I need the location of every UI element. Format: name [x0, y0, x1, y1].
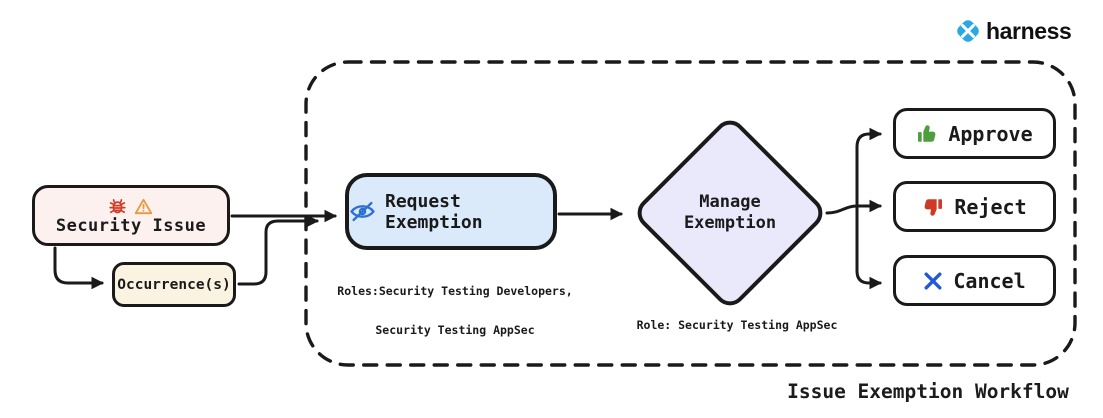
node-reject: Reject — [893, 181, 1056, 232]
request-exemption-label: Request Exemption — [385, 190, 483, 233]
cancel-label: Cancel — [953, 268, 1026, 293]
manage-exemption-diamond — [637, 120, 823, 306]
warning-icon — [134, 198, 153, 215]
manage-exemption-label-line2: Exemption — [683, 213, 777, 233]
harness-logo-icon — [953, 16, 983, 46]
manage-exemption-label: Manage Exemption — [650, 192, 810, 234]
edge-arrows — [53, 127, 882, 290]
brand-name: harness — [986, 17, 1072, 44]
manage-exemption-role-caption: Role: Security Testing AppSec — [636, 318, 838, 332]
edge-occurrence-to-request — [237, 214, 319, 286]
approve-label: Approve — [948, 121, 1033, 146]
bug-icon — [109, 198, 126, 215]
security-issue-label: Security Issue — [55, 215, 207, 236]
thumbs-up-icon — [916, 123, 938, 145]
node-approve: Approve — [893, 108, 1056, 159]
eye-slash-icon — [349, 200, 376, 223]
security-issue-icons — [109, 198, 153, 215]
roles-caption-line1: Roles:Security Testing Developers, — [337, 284, 573, 298]
occurrences-label: Occurrence(s) — [117, 276, 231, 293]
x-icon — [923, 271, 943, 291]
thumbs-down-icon — [922, 196, 944, 218]
node-request-exemption: Request Exemption — [345, 173, 557, 250]
brand-logo: harness — [953, 15, 1072, 47]
workflow-boundary — [304, 60, 1077, 367]
edge-manage-to-approve — [855, 127, 882, 206]
roles-caption-line2: Security Testing AppSec — [375, 323, 535, 337]
edge-security-to-occurrence — [53, 246, 104, 290]
node-security-issue: Security Issue — [32, 185, 230, 246]
manage-exemption-label-line1: Manage — [699, 192, 761, 212]
request-exemption-roles-caption: Roles:Security Testing Developers, Secur… — [337, 259, 573, 363]
workflow-title: Issue Exemption Workflow — [787, 380, 1069, 403]
edge-manage-to-reject — [825, 199, 882, 215]
edge-manage-to-cancel — [855, 206, 882, 290]
node-cancel: Cancel — [893, 255, 1056, 306]
node-occurrences: Occurrence(s) — [112, 262, 236, 307]
reject-label: Reject — [954, 194, 1027, 219]
